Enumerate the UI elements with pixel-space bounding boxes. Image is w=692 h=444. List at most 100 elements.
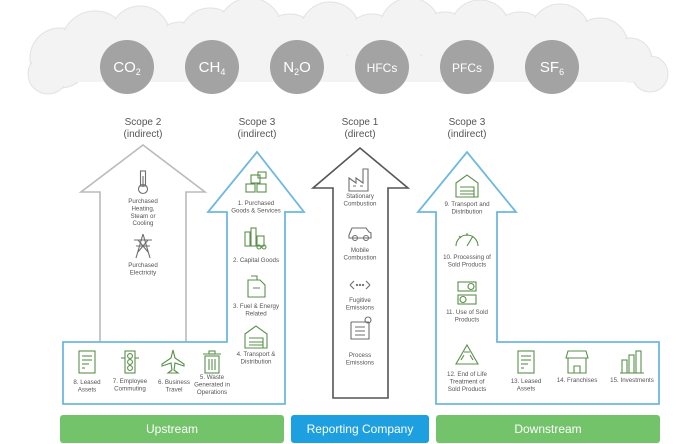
label-line: 12. End of Life — [447, 371, 487, 378]
label-line: Related — [245, 310, 267, 317]
downstream-bar: Downstream — [436, 415, 660, 443]
gas-circle — [355, 40, 409, 94]
cloud-fill — [301, 3, 359, 61]
toggle-icon — [457, 281, 477, 305]
thermometer-icon — [137, 170, 149, 195]
scope1-arrow — [310, 146, 411, 399]
cloud-fill — [633, 57, 667, 91]
gas-base: CH — [199, 59, 221, 76]
label-line: 10. Processing of — [443, 254, 491, 261]
upstream-arrow — [62, 150, 306, 405]
gas-formula: CO2 — [113, 59, 141, 77]
label-line: Generated in — [194, 381, 230, 388]
label-line: Commuting — [114, 385, 146, 392]
category-label: 14. Franchises — [557, 377, 598, 384]
label-line: Distribution — [452, 208, 484, 215]
airplane-icon — [161, 349, 185, 374]
downstream-arrow — [416, 150, 660, 405]
scope-name: Scope 3 — [239, 117, 276, 128]
scope-heading: Scope 2(indirect) — [124, 117, 163, 140]
gas-2: N2O — [270, 40, 324, 94]
boxes-icon — [245, 171, 267, 193]
label-line: Purchased — [128, 262, 158, 269]
label-line: Stationary — [346, 193, 375, 200]
label-line: Process — [349, 352, 371, 359]
gas-formula: N2O — [283, 59, 311, 77]
gas-circle — [440, 40, 494, 94]
document-icon — [78, 350, 96, 374]
label-line: Emissions — [346, 304, 374, 311]
scope-heading: Scope 3(indirect) — [448, 117, 487, 140]
gas-formula: SF6 — [540, 59, 564, 77]
gas-formula: CH4 — [199, 59, 226, 77]
scope-type: (indirect) — [238, 129, 277, 140]
label-line: Heating, — [131, 205, 154, 212]
scope-arrows — [62, 143, 660, 405]
label-line: Electricity — [130, 269, 157, 276]
factory-truck-icon — [244, 227, 267, 250]
label-line: Treatment of — [450, 378, 485, 385]
label-line: Sold Products — [448, 386, 487, 393]
trash-icon — [203, 350, 221, 374]
label-line: Sold Products — [448, 261, 487, 268]
gas-subscript: 2 — [294, 67, 299, 77]
gauge-icon — [455, 233, 479, 247]
gas-circle — [185, 40, 239, 94]
label-line: 8. Leased — [73, 379, 101, 386]
scope-heading: Scope 1(direct) — [342, 117, 379, 140]
label-line: Operations — [197, 389, 227, 396]
gas-formula: HFCs — [367, 61, 398, 75]
cloud-fill — [29, 55, 67, 93]
bar-chart-icon — [620, 350, 644, 374]
traffic-light-icon — [121, 350, 139, 374]
power-tower-icon — [134, 233, 152, 259]
label-line: 4. Transport & — [237, 351, 277, 358]
gas-base: SF — [540, 59, 559, 76]
gas-subscript: 6 — [559, 67, 564, 77]
label-line: 5. Waste — [200, 374, 225, 381]
label-line: 9. Transport and — [444, 201, 490, 208]
scope-heading: Scope 3(indirect) — [238, 117, 277, 140]
category-label: 2. Capital Goods — [233, 257, 279, 264]
label-line: 3. Fuel & Energy — [233, 303, 280, 310]
label-line: Products — [455, 316, 479, 323]
storefront-icon — [565, 350, 589, 374]
gas-1: CH4 — [185, 40, 239, 94]
gas-base: CO — [113, 59, 136, 76]
label-line: 7. Employee — [113, 378, 148, 385]
gas-0: CO2 — [100, 40, 154, 94]
label-line: 13. Leased — [511, 378, 542, 385]
label-line: Assets — [517, 385, 536, 392]
label-line: 1. Purchased — [238, 200, 275, 207]
gas-5: SF6 — [525, 40, 579, 94]
gas-tail: O — [299, 59, 311, 76]
label-line: Steam or — [130, 213, 155, 220]
label-line: Combustion — [343, 200, 377, 207]
label-line: Cooling — [133, 220, 155, 227]
label-line: 11. Use of Sold — [446, 309, 488, 316]
gas-base: N — [283, 59, 294, 76]
scope-type: (indirect) — [448, 129, 487, 140]
reporting-company-bar: Reporting Company — [291, 415, 429, 443]
warehouse-icon — [244, 325, 268, 349]
gas-formula: PFCs — [452, 61, 482, 75]
gas-3: HFCs — [355, 40, 409, 94]
label-line: 14. Franchises — [557, 377, 598, 384]
car-icon — [348, 227, 372, 242]
fuel-can-icon — [247, 275, 266, 298]
scope-name: Scope 2 — [125, 117, 162, 128]
factory-icon — [348, 168, 369, 192]
warehouse-icon — [455, 174, 479, 198]
